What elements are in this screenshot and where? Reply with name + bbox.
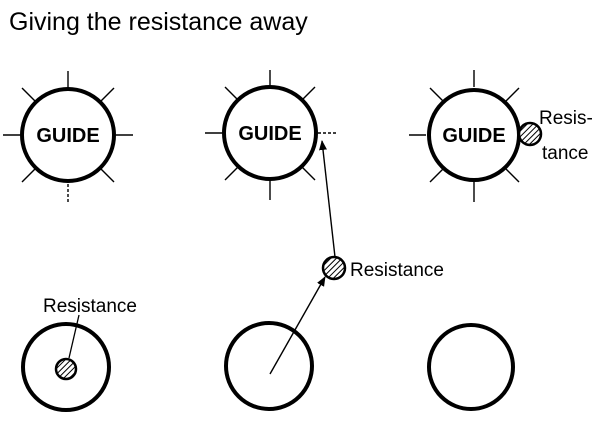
client-1-resistance-pointer [68, 314, 80, 359]
guide-1-rays [3, 71, 133, 202]
client-1: Resistance [21, 296, 137, 412]
guide-1-circle [20, 87, 116, 183]
diagram-title: Giving the resistance away [9, 8, 308, 36]
guide-3: GUIDE Resis- tance [409, 70, 593, 202]
guide-1: GUIDE [3, 71, 133, 202]
guide-2: GUIDE [205, 70, 337, 200]
transfer-arrow-upper [319, 140, 336, 258]
transfer-arrow-lower [269, 276, 326, 375]
client-1-circle [21, 322, 111, 412]
guide-2-label: GUIDE [238, 123, 301, 145]
transfer-resistance-label: Resistance [350, 260, 444, 281]
client-1-resistance-ball [54, 357, 78, 381]
client-2-circle [224, 321, 314, 411]
client-1-resistance-label: Resistance [43, 296, 137, 317]
guide-3-resistance-label-line1: Resis- [539, 108, 593, 129]
guide-3-resistance-ball [517, 121, 543, 147]
guide-1-label: GUIDE [36, 125, 99, 147]
client-3 [427, 323, 515, 411]
client-2 [224, 321, 314, 411]
guide-3-resistance-label-line2: tance [542, 143, 588, 164]
client-3-circle [427, 323, 515, 411]
guide-3-label: GUIDE [442, 125, 505, 147]
transfer-resistance-ball [321, 255, 347, 281]
guide-3-rays [409, 70, 520, 202]
guide-2-circle [222, 85, 318, 181]
